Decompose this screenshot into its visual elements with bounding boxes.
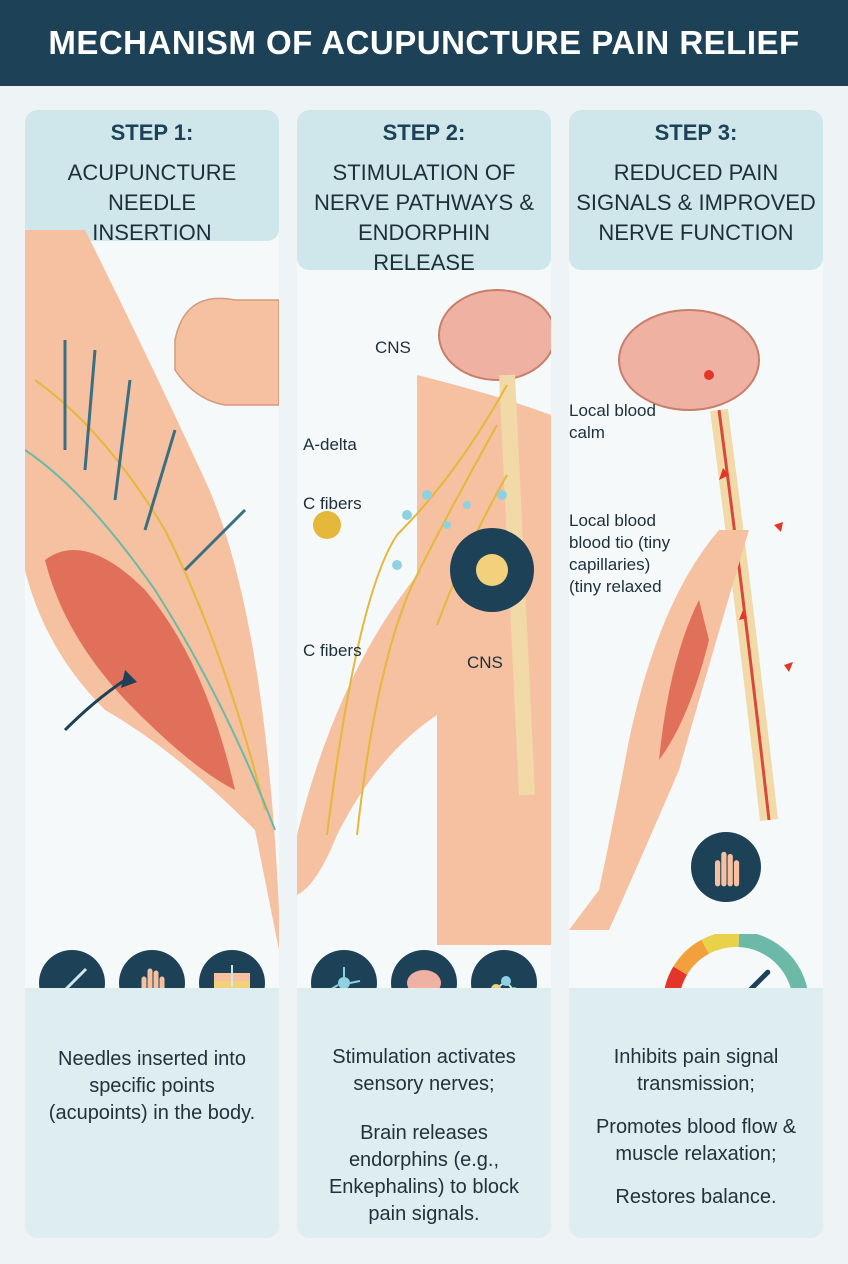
step-1-label: STEP 1: (110, 120, 194, 145)
needles (63, 340, 247, 572)
step-2-text-2: Brain releases endorphins (e.g., Enkepha… (328, 1122, 520, 1225)
cns-sphere-label: CNS (467, 653, 503, 672)
title-banner: MECHANISM OF ACUPUNCTURE PAIN RELIEF (0, 0, 848, 86)
step-2-description: Stimulation activates sensory nerves; Br… (297, 988, 551, 1238)
hand-icon (714, 851, 740, 887)
step-3-title: REDUCED PAIN SIGNALS & IMPROVED NERVE FU… (576, 160, 816, 245)
local-calm-label: Local blood calm (569, 401, 656, 442)
signal-line (717, 409, 771, 821)
step-1-title: ACUPUNCTURE NEEDLE INSERTION (67, 160, 237, 245)
c-fibers-label-1: C fibers (303, 494, 362, 513)
hand-shape (174, 297, 279, 406)
brain-shape (438, 289, 551, 381)
step-2-label: STEP 2: (382, 120, 466, 145)
signal-arrows (719, 468, 793, 672)
cns-core (476, 554, 508, 586)
step-3-description: Inhibits pain signal transmission; Promo… (569, 988, 823, 1238)
step-1-header: STEP 1: ACUPUNCTURE NEEDLE INSERTION (25, 110, 279, 245)
step-1-text: Needles inserted into specific points (a… (48, 1048, 256, 1124)
muscle-shape (45, 550, 235, 790)
arrow-head (121, 670, 137, 688)
reduced-pain-illustration (569, 309, 793, 930)
step-3-text-1: Inhibits pain signal transmission; (613, 1046, 779, 1095)
step-2-title: STIMULATION OF NERVE PATHWAYS & ENDORPHI… (313, 160, 535, 275)
meridian-line (25, 449, 276, 831)
step-3-header: STEP 3: REDUCED PAIN SIGNALS & IMPROVED … (569, 110, 823, 270)
step-1-panel: STEP 1: ACUPUNCTURE NEEDLE INSERTION Nee… (25, 110, 279, 1238)
step-3-text-3: Restores balance. (615, 1186, 777, 1208)
nerve-pathway-illustration (297, 289, 551, 945)
brain-shape (618, 309, 760, 411)
c-fibers-label-2: C fibers (303, 641, 362, 660)
arrow-curve (63, 678, 126, 732)
nerve-line (34, 379, 266, 811)
a-delta-label: A-delta (303, 435, 357, 454)
cns-label-top: CNS (375, 338, 411, 357)
torso-shape (297, 375, 551, 945)
step-3-text-2: Promotes blood flow & muscle relaxation; (595, 1116, 797, 1165)
page-title: MECHANISM OF ACUPUNCTURE PAIN RELIEF (48, 24, 800, 61)
neuron-cell (313, 511, 341, 539)
muscle-shape (659, 600, 709, 760)
step-2-text-1: Stimulation activates sensory nerves; (332, 1046, 516, 1095)
step-1-description: Needles inserted into specific points (a… (25, 988, 279, 1238)
step-3-label: STEP 3: (654, 120, 738, 145)
arm-needle-illustration (25, 230, 279, 950)
hand-icon-badge (691, 832, 761, 902)
step-2-header: STEP 2: STIMULATION OF NERVE PATHWAYS & … (297, 110, 551, 275)
step-3-panel: STEP 3: REDUCED PAIN SIGNALS & IMPROVED … (569, 110, 823, 1238)
local-blood-label: Local blood blood tio (tiny capillaries)… (569, 511, 671, 596)
brain-signal-dot (704, 370, 714, 380)
step-2-panel: STEP 2: STIMULATION OF NERVE PATHWAYS & … (297, 110, 551, 1238)
endorphin-particles (392, 490, 507, 570)
